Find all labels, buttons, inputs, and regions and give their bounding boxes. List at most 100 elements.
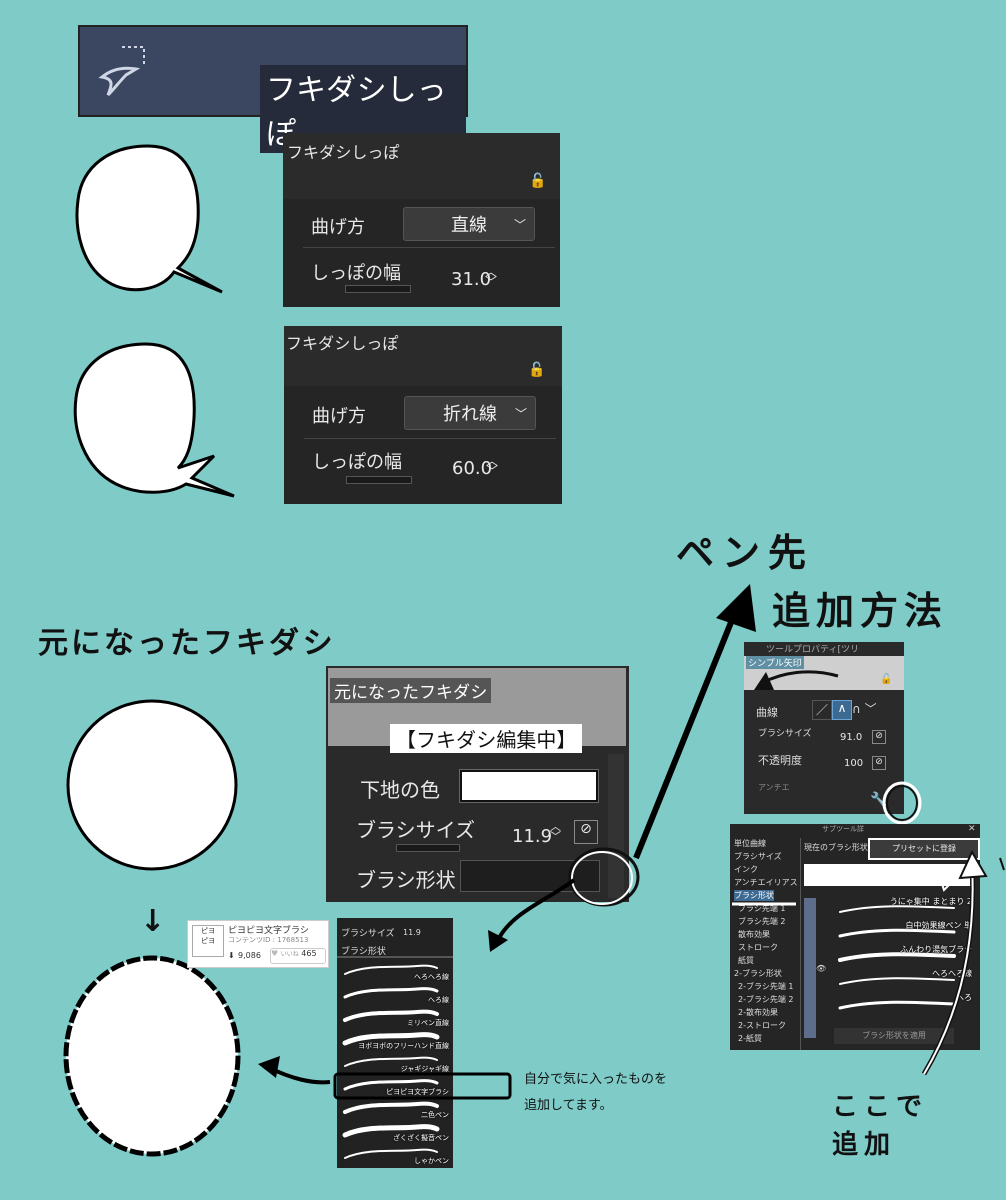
category-item[interactable]: ブラシ形状	[734, 890, 774, 901]
base-color-label: 下地の色	[360, 778, 440, 802]
category-item[interactable]: アンチエイリアス	[734, 878, 798, 887]
category-item[interactable]: 単位曲線	[734, 839, 766, 848]
add-method-heading: 追加方法	[772, 589, 949, 633]
brush-shape-label: ブラシ形状	[341, 947, 386, 957]
brush-list-item[interactable]: ピヨピヨ文字ブラシ	[337, 1075, 453, 1098]
brush-list-item[interactable]: しゃかペン	[337, 1144, 453, 1167]
brush-stroke-swatch	[342, 1124, 440, 1138]
brush-list-item[interactable]: 二色ペン	[337, 1098, 453, 1121]
brush-stroke-swatch	[343, 987, 439, 999]
preset-item[interactable]: へろへろ線	[834, 966, 974, 990]
tail-properties-panel-2: フキダシしっぽ 🔓 曲げ方 折れ線 ﹀ しっぽの幅 60.0 ︿﹀	[284, 326, 562, 504]
pen-tip-heading: ペン先	[676, 531, 815, 575]
category-item[interactable]: ストローク	[738, 943, 778, 952]
brush-list-item[interactable]: ヨボヨボのフリーハンド直線	[337, 1029, 453, 1052]
brush-list-item-label: ジャギジャギ線	[400, 1065, 449, 1073]
preset-item-label: うにゃ集中 まとまり 2	[889, 897, 972, 906]
brush-stroke-swatch	[344, 1148, 438, 1159]
opacity-value[interactable]: 100	[844, 758, 864, 769]
lock-icon[interactable]: 🔓	[880, 674, 893, 685]
pressure-icon[interactable]: ⊘	[574, 820, 598, 844]
width-value[interactable]: 31.0	[451, 269, 492, 290]
asset-title[interactable]: ピヨピヨ文字ブラシ	[228, 926, 309, 936]
spinner-icon[interactable]: ︿﹀	[485, 265, 498, 289]
register-preset-button[interactable]: プリセットに登録	[868, 838, 980, 860]
category-item[interactable]: ブラシ先端 2	[738, 917, 786, 926]
brush-list-item-label: へろ線	[428, 996, 449, 1004]
add-here-line-1: ここで	[832, 1092, 929, 1122]
circle-annotation	[882, 781, 922, 825]
category-item[interactable]: 散布効果	[738, 930, 770, 939]
eye-icon[interactable]: 👁	[816, 964, 827, 973]
lock-icon[interactable]: 🔓	[529, 173, 547, 189]
category-item[interactable]: 2-ストローク	[738, 1021, 786, 1030]
category-item[interactable]: 2-紙質	[738, 1034, 762, 1043]
bend-dropdown[interactable]: 直線 ﹀	[403, 207, 535, 241]
brush-size-slider[interactable]	[396, 844, 460, 852]
category-item[interactable]: 2-ブラシ先端 1	[738, 982, 794, 991]
current-shape-preview	[804, 864, 974, 886]
preset-item[interactable]: 白中効果線ペン 単	[834, 918, 974, 942]
width-label: しっぽの幅	[311, 263, 401, 284]
brush-list-item[interactable]: ミリペン直線	[337, 1006, 453, 1029]
brush-list-item[interactable]: ジャギジャギ線	[337, 1052, 453, 1075]
spinner-icon[interactable]: ︿﹀	[486, 454, 499, 478]
brush-stroke-swatch	[344, 1056, 438, 1067]
edit-status: 【フキダシ編集中】	[390, 724, 583, 753]
brush-stroke-swatch	[343, 1101, 439, 1114]
width-slider[interactable]	[345, 285, 411, 293]
like-count: 465	[301, 949, 317, 958]
close-icon[interactable]: ✕	[968, 824, 976, 834]
download-icon: ⬇	[228, 951, 235, 960]
brush-stroke-swatch	[343, 1009, 439, 1022]
tool-property-title: ツールプロパティ[ツリ	[766, 645, 859, 655]
preset-item[interactable]: へろ	[834, 990, 974, 1014]
like-label: いいね	[280, 951, 299, 958]
sub-tool-detail-panel: サブツール詳 ✕ 単位曲線ブラシサイズインクアンチエイリアスブラシ形状ブラシ先端…	[730, 824, 980, 1050]
category-item[interactable]: 2-ブラシ形状	[734, 969, 782, 978]
brush-stroke-swatch	[344, 964, 438, 975]
category-item[interactable]: 紙質	[738, 956, 754, 965]
preset-item-label: へろ	[956, 993, 972, 1002]
preset-name: シンプル矢印	[746, 656, 804, 669]
curve-spline-icon[interactable]: ∧	[832, 700, 852, 720]
note-line-1: 自分で気に入ったものを	[524, 1072, 668, 1087]
category-item[interactable]: 2-ブラシ先端 2	[738, 995, 794, 1004]
asset-thumbnail: ピヨピヨ	[192, 925, 224, 957]
curve-bezier-icon[interactable]: ∩ ﹀	[852, 702, 877, 716]
brush-list-item-label: へろへろ線	[414, 973, 449, 981]
brush-list-item[interactable]: へろ線	[337, 983, 453, 1006]
asset-card[interactable]: ピヨピヨ ピヨピヨ文字ブラシ コンテンツID : 1768513 ⬇ 9,086…	[187, 920, 329, 968]
brush-size-value[interactable]: 91.0	[840, 732, 863, 743]
lock-icon[interactable]: 🔓	[528, 362, 546, 378]
brush-stroke-swatch	[839, 977, 955, 985]
brush-list-item[interactable]: へろへろ線	[337, 960, 453, 983]
bend-dropdown[interactable]: 折れ線 ﹀	[404, 396, 536, 430]
apply-shape-button[interactable]: ブラシ形状を適用	[834, 1028, 954, 1044]
visibility-column	[804, 898, 816, 1038]
like-button[interactable]: ♥ いいね 465	[270, 948, 326, 964]
pressure-icon[interactable]: ⊘	[872, 730, 886, 744]
tool-property-panel: ツールプロパティ[ツリ シンプル矢印 🔓 曲線 ／ ∧ ∩ ﹀ ブラシサイズ 9…	[744, 642, 904, 814]
pressure-icon[interactable]: ⊘	[872, 756, 886, 770]
note-line-2: 追加してます。	[524, 1098, 613, 1113]
category-item[interactable]: ブラシサイズ	[734, 852, 782, 861]
brush-size-value[interactable]: 11.9	[512, 826, 553, 847]
base-color-swatch[interactable]	[460, 770, 598, 802]
category-item[interactable]: インク	[734, 865, 758, 874]
curve-straight-icon[interactable]: ／	[812, 700, 832, 720]
preset-item[interactable]: うにゃ集中 まとまり 2	[834, 894, 974, 918]
brush-stroke-swatch	[838, 928, 956, 938]
panel-title: フキダシしっぽ	[287, 143, 400, 162]
preset-item[interactable]: ふんわり湯気ブラシ	[834, 942, 974, 966]
brush-stroke-swatch	[343, 1079, 439, 1091]
spinner-icon[interactable]: ︿﹀	[550, 820, 561, 843]
category-item[interactable]: ブラシ先端 1	[738, 904, 786, 913]
brush-stroke-swatch	[342, 1032, 440, 1046]
width-value[interactable]: 60.0	[452, 458, 493, 479]
scrollbar[interactable]	[608, 754, 624, 898]
category-item[interactable]: 2-散布効果	[738, 1008, 778, 1017]
width-slider[interactable]	[346, 476, 412, 484]
brush-list-item[interactable]: ざくざく擬音ペン	[337, 1121, 453, 1144]
curve-label: 曲線	[756, 706, 778, 719]
